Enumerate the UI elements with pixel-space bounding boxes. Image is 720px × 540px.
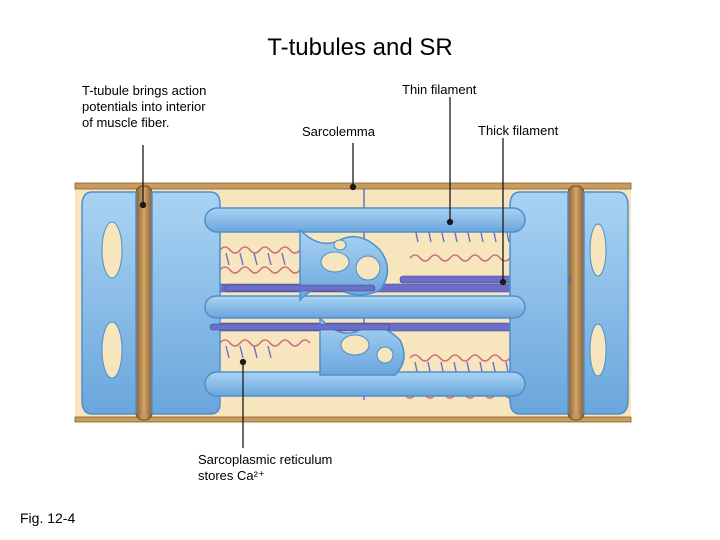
t-tubule-label-line-3: of muscle fiber. [82, 115, 170, 130]
diagram-title: T-tubules and SR [267, 34, 453, 61]
sr-label-line-1: Sarcoplasmic reticulum [198, 452, 333, 467]
sarcoplasmic-reticulum-label: Sarcoplasmic reticulum stores Ca²⁺ [198, 452, 332, 484]
sarcolemma-bottom [74, 416, 632, 423]
t-tubule-label-line-2: potentials into interior [82, 99, 206, 114]
sarcolemma-label: Sarcolemma [302, 124, 375, 139]
t-tubule-left [135, 185, 153, 421]
thin-filament-label: Thin filament [402, 82, 477, 97]
t-tubule-right [567, 185, 585, 421]
sarcoplasmic-reticulum [81, 191, 629, 415]
t-tubule-label-line-1: T-tubule brings action [82, 83, 207, 98]
figure-number: Fig. 12-4 [20, 510, 76, 526]
t-tubule-label: T-tubule brings action potentials into i… [82, 83, 206, 131]
thick-filament-label: Thick filament [478, 123, 559, 138]
sr-mesh-openings [101, 221, 607, 379]
leader-lines [139, 97, 507, 448]
filaments-front [209, 284, 391, 331]
sr-label-line-2: stores Ca²⁺ [198, 468, 265, 483]
